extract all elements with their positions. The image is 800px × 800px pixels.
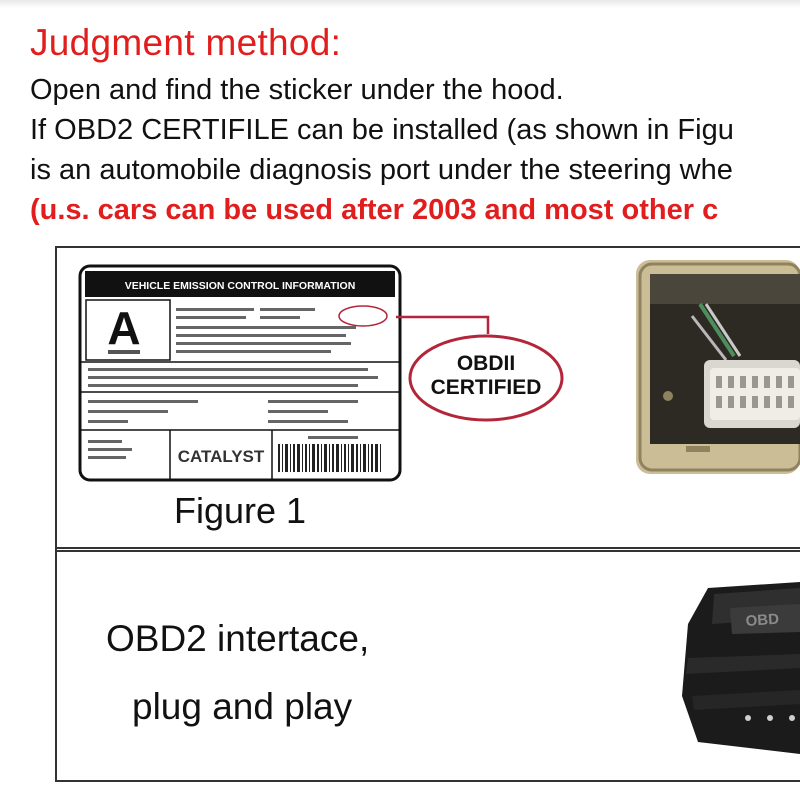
instruction-line-3: is an automobile diagnosis port under th… xyxy=(30,154,733,186)
obd-port-photo xyxy=(636,260,800,474)
sticker-logo-letter: A xyxy=(107,302,140,354)
obdii-certified-callout: OBDII CERTIFIED xyxy=(396,315,564,422)
interface-title: OBD2 intertace, xyxy=(106,618,370,659)
page-title: Judgment method: xyxy=(30,22,342,63)
instruction-line-1: Open and find the sticker under the hood… xyxy=(30,74,564,106)
compatibility-note: (u.s. cars can be used after 2003 and mo… xyxy=(30,194,719,226)
callout-line-1: OBDII xyxy=(457,352,515,375)
emission-sticker-image: VEHICLE EMISSION CONTROL INFORMATION A C… xyxy=(78,264,402,482)
plug-label-text: OBD xyxy=(745,611,780,630)
interface-subtitle: plug and play xyxy=(132,686,353,727)
callout-line-2: CERTIFIED xyxy=(431,376,542,399)
obd2-plug-photo: OBD xyxy=(682,582,800,754)
instruction-line-2: If OBD2 CERTIFILE can be installed (as s… xyxy=(30,114,734,146)
interface-panel xyxy=(55,547,800,782)
figure-panel xyxy=(55,246,800,552)
figure-caption: Figure 1 xyxy=(174,490,307,531)
sticker-catalyst-text: CATALYST xyxy=(178,447,265,466)
top-rule xyxy=(0,0,800,8)
sticker-header-text: VEHICLE EMISSION CONTROL INFORMATION xyxy=(125,280,356,292)
